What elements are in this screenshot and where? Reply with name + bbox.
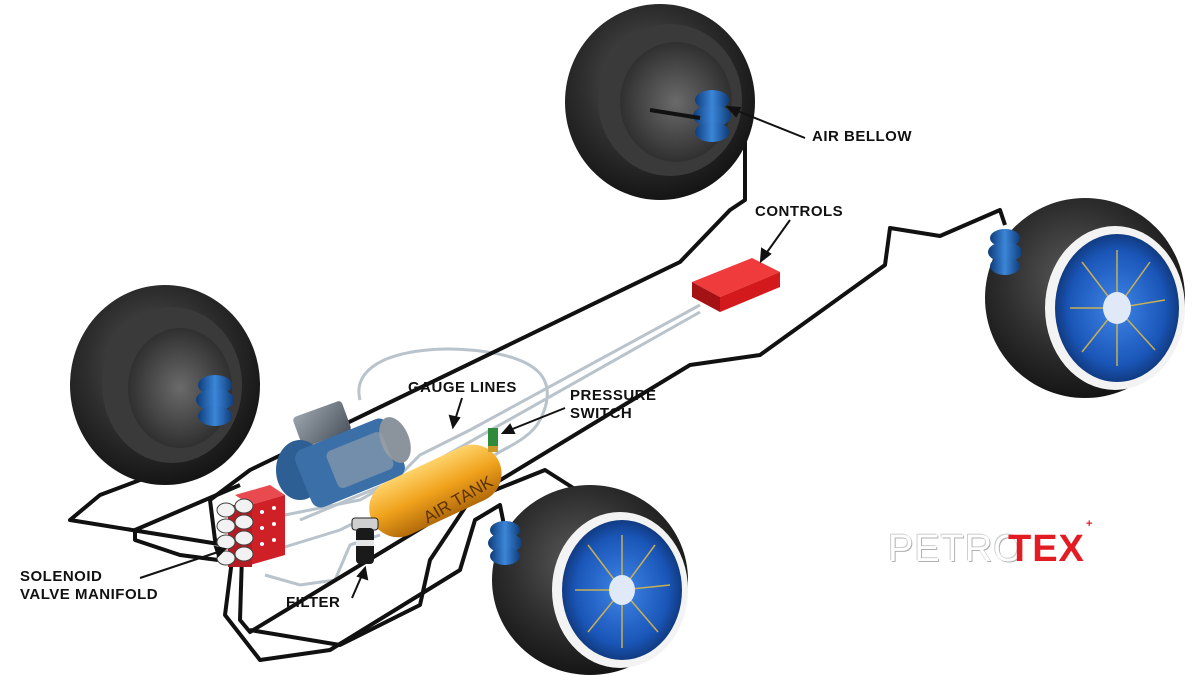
rear-left-wheel	[565, 4, 755, 200]
filter	[351, 517, 379, 564]
petrotex-logo: PETRO TEX +	[888, 516, 1098, 586]
pressure-switch-text-1: PRESSURE	[570, 387, 657, 404]
air-lines	[68, 108, 1007, 662]
logo-petro: PETRO	[888, 528, 1024, 570]
logo-plus-icon: +	[1086, 518, 1093, 530]
front-right-wheel	[488, 485, 688, 675]
compressor	[276, 401, 411, 508]
front-left-wheel	[70, 285, 260, 485]
air-bellow-rear-left	[693, 90, 731, 142]
air-bellow-front-left	[196, 375, 234, 426]
controls-text: CONTROLS	[755, 203, 844, 220]
air-bellow-front-right	[488, 521, 522, 565]
air-bellow-text: AIR BELLOW	[812, 128, 912, 145]
air-bellow-rear-right	[988, 229, 1022, 275]
label-solenoid-valve-manifold: SOLENOID VALVE MANIFOLD	[20, 568, 158, 604]
logo-tex: TEX	[1008, 528, 1085, 570]
label-controls: CONTROLS	[755, 203, 843, 221]
label-air-bellow: AIR BELLOW	[812, 128, 912, 146]
label-gauge-lines: GAUGE LINES	[408, 379, 517, 397]
label-pressure-switch: PRESSURE SWITCH	[570, 387, 657, 423]
pressure-switch	[488, 428, 498, 452]
callout-arrows	[139, 105, 806, 599]
solenoid-valve-manifold	[216, 485, 285, 567]
pressure-switch-text-2: SWITCH	[570, 405, 633, 422]
gauge-lines-text: GAUGE LINES	[408, 379, 517, 396]
filter-text: FILTER	[286, 594, 341, 611]
controls-box	[692, 258, 780, 312]
solenoid-text-1: SOLENOID	[20, 568, 103, 585]
label-filter: FILTER	[286, 594, 340, 612]
rear-right-wheel	[985, 198, 1185, 398]
solenoid-text-2: VALVE MANIFOLD	[20, 586, 159, 603]
